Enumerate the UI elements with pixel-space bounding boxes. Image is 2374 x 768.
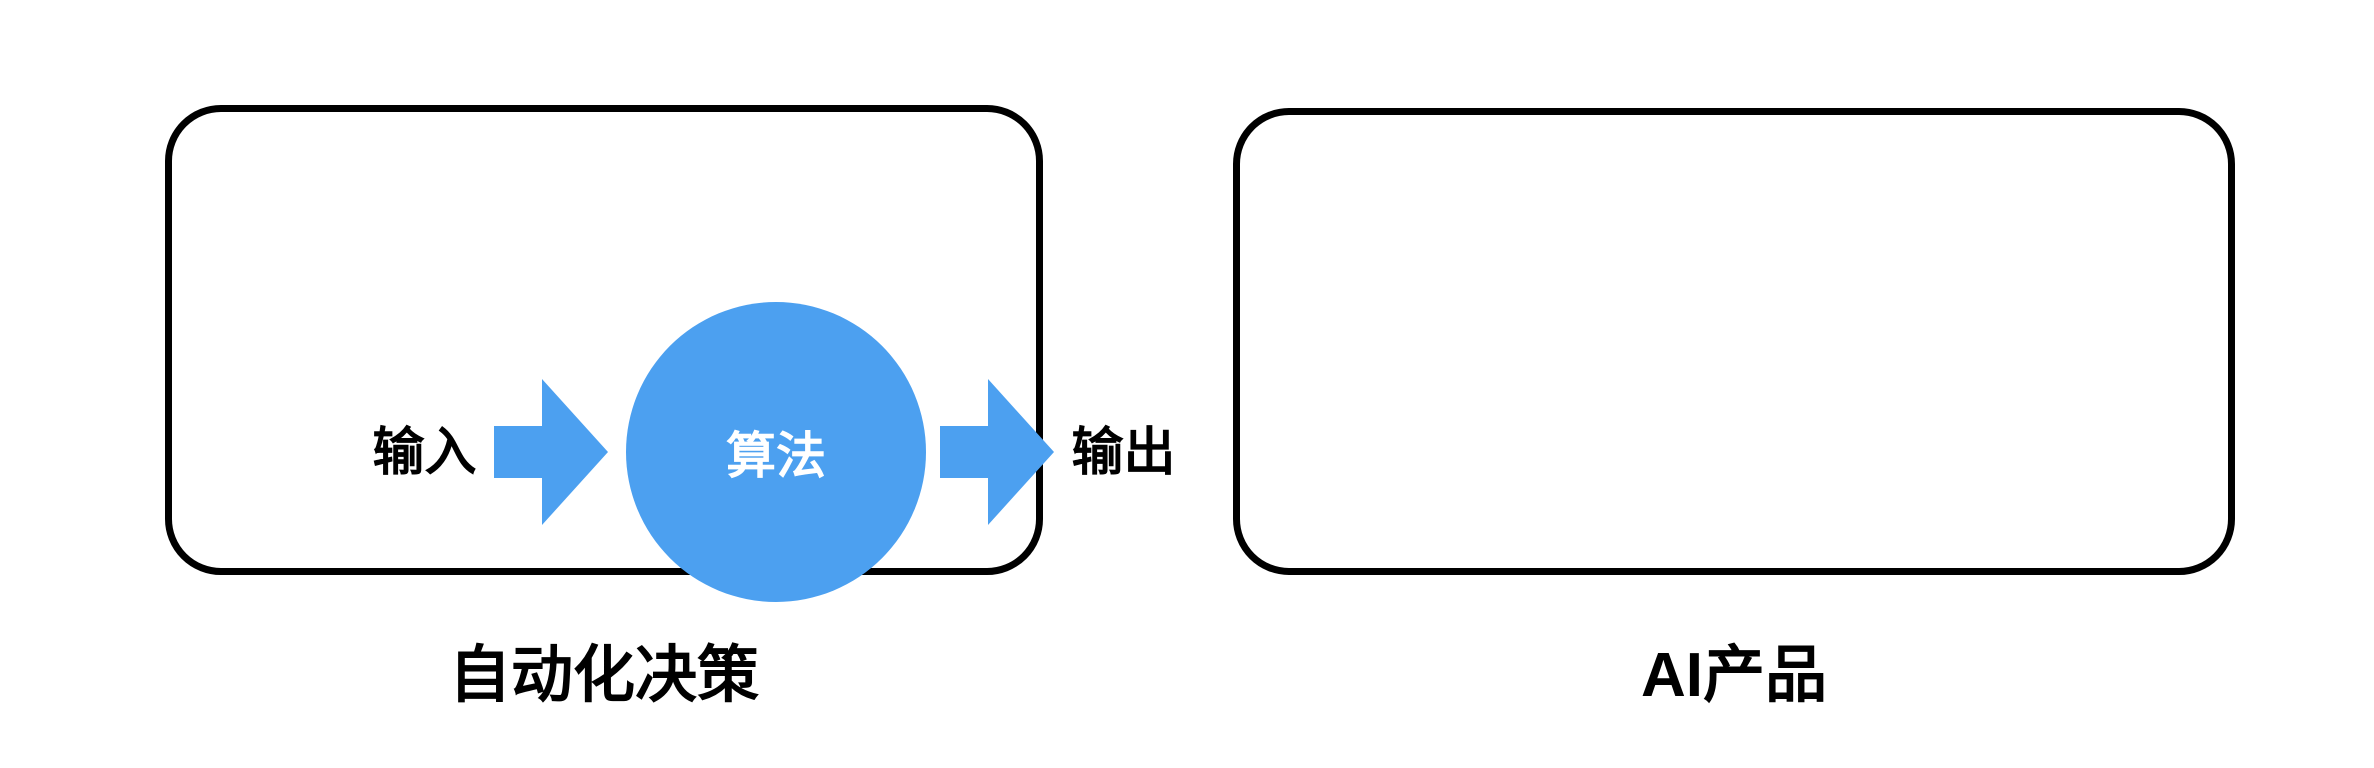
ai-product-box: 算法 体验设计 前/后端 技术 [1233,108,2235,575]
ai-product-caption: AI产品 [1640,641,1827,710]
automated-decision-box: 输入 算法 输出 [165,105,1176,602]
right-arrow-shaft [494,426,542,478]
right-arrow-shaft [940,426,988,478]
right-arrow-head [542,379,608,525]
algorithm-circle: 算法 [626,302,926,602]
automated-decision-caption: 自动化决策 [448,641,759,710]
right-arrow-head [988,379,1054,525]
input-label: 输入 [372,424,477,482]
output-label: 输出 [1071,424,1176,482]
algorithm-circle-label: 算法 [726,428,826,484]
